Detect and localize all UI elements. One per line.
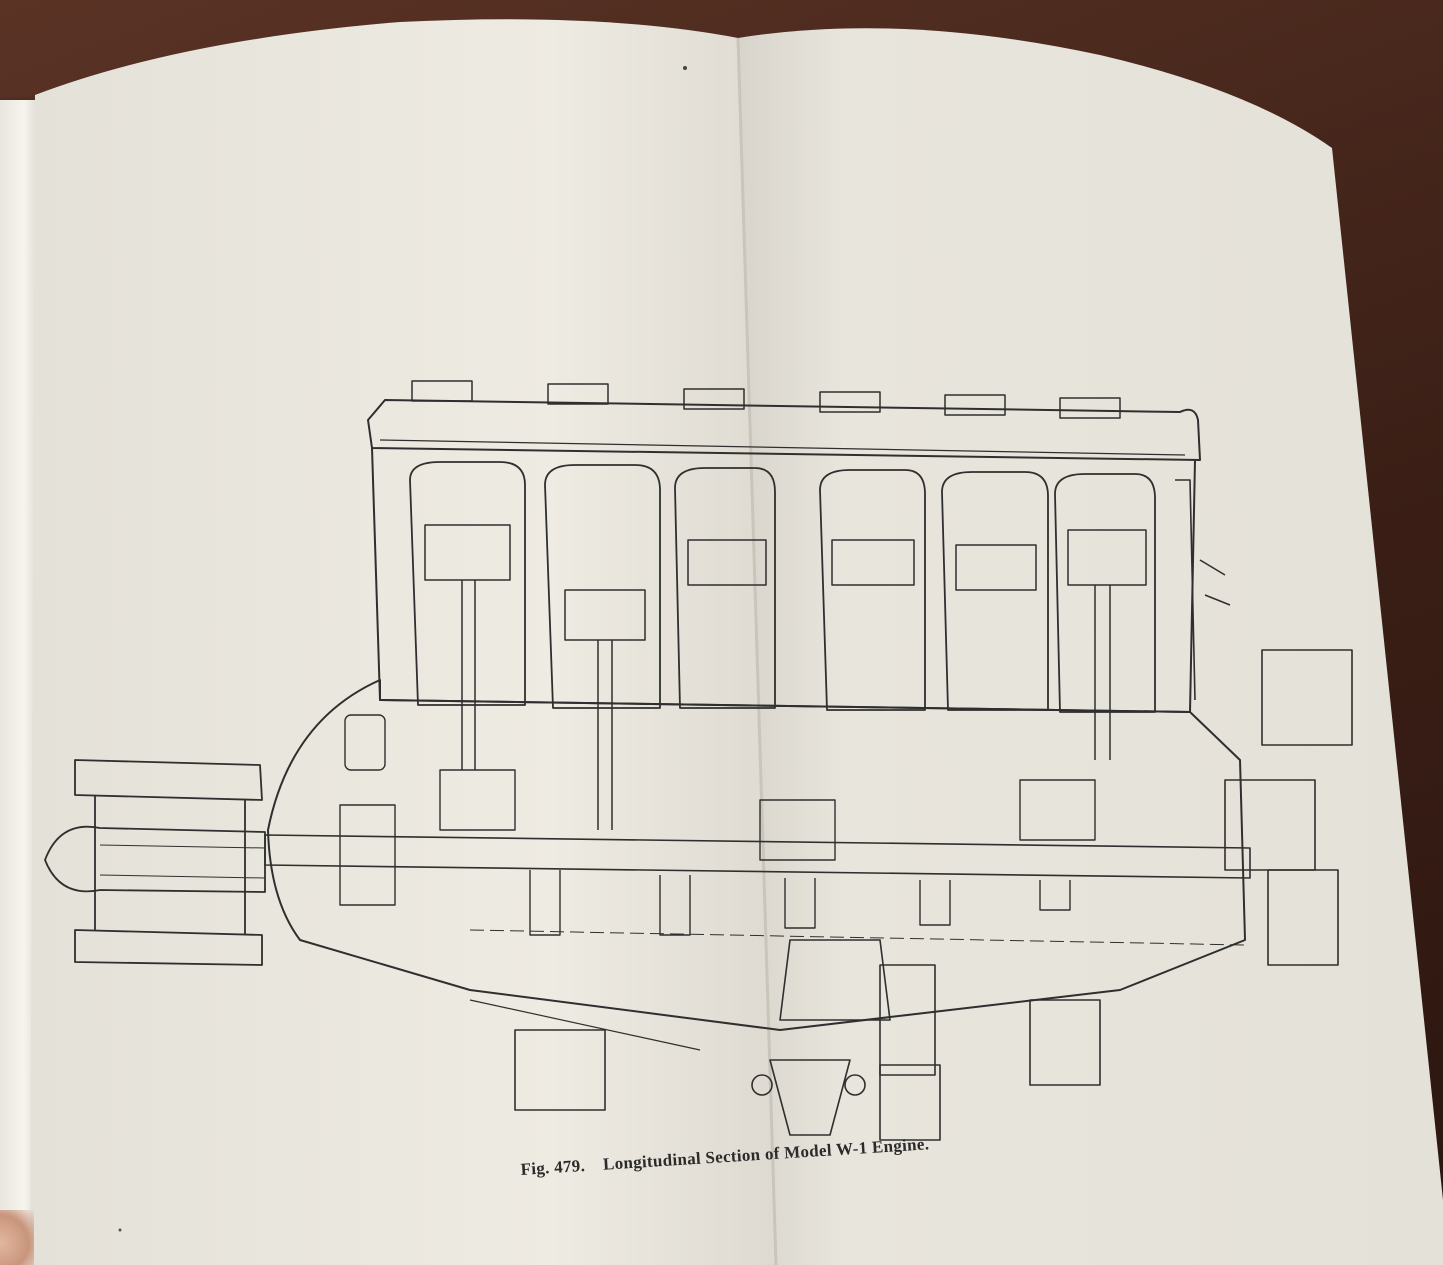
cylinders — [409, 461, 1156, 713]
connecting-rods — [461, 580, 1111, 830]
propeller-hub — [44, 759, 266, 966]
figure-number: Fig. 479. — [520, 1155, 586, 1179]
valve-cover-bolts — [411, 380, 1121, 419]
engine-section-drawing — [44, 380, 1353, 1141]
pistons — [424, 524, 1147, 641]
accessory-housing — [1175, 479, 1353, 966]
crankcase — [267, 679, 1246, 1031]
thumb-edge — [0, 1210, 34, 1265]
lower-accessories — [469, 939, 1101, 1141]
valve-cover — [367, 399, 1201, 461]
left-page — [30, 19, 776, 1265]
main-bearings — [529, 870, 1071, 936]
right-page — [738, 28, 1443, 1265]
